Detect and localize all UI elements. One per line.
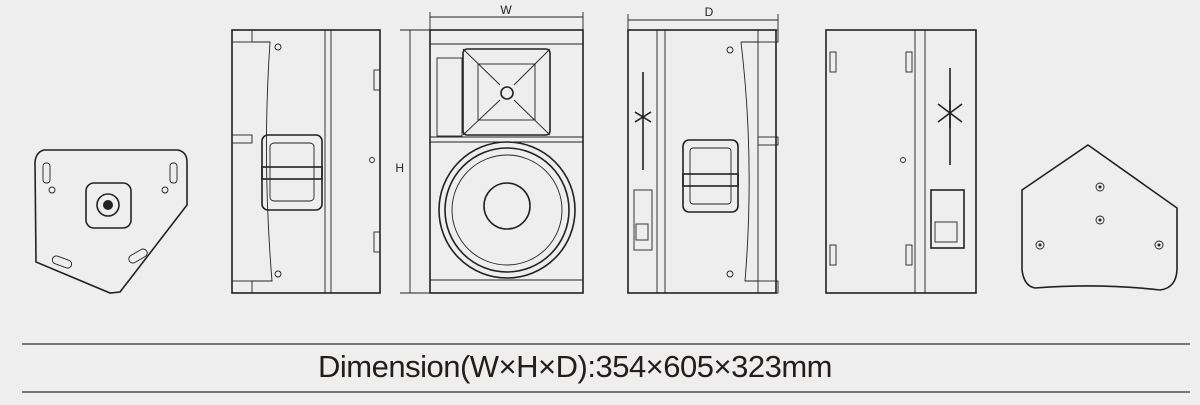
top-view	[1021, 144, 1178, 291]
front-view: W H	[395, 3, 584, 294]
logo-icon	[634, 72, 652, 170]
bottom-view	[34, 149, 188, 294]
depth-label: D	[705, 5, 714, 19]
side-view-right: D	[627, 5, 779, 294]
divider-bottom	[22, 391, 1190, 393]
width-label: W	[500, 3, 512, 17]
height-label: H	[395, 161, 404, 175]
dimension-caption: Dimension(W×H×D):354×605×323mm	[318, 349, 832, 384]
side-view-left	[231, 29, 381, 294]
logo-icon	[937, 68, 963, 165]
divider-top	[22, 343, 1190, 345]
back-view	[825, 29, 977, 294]
